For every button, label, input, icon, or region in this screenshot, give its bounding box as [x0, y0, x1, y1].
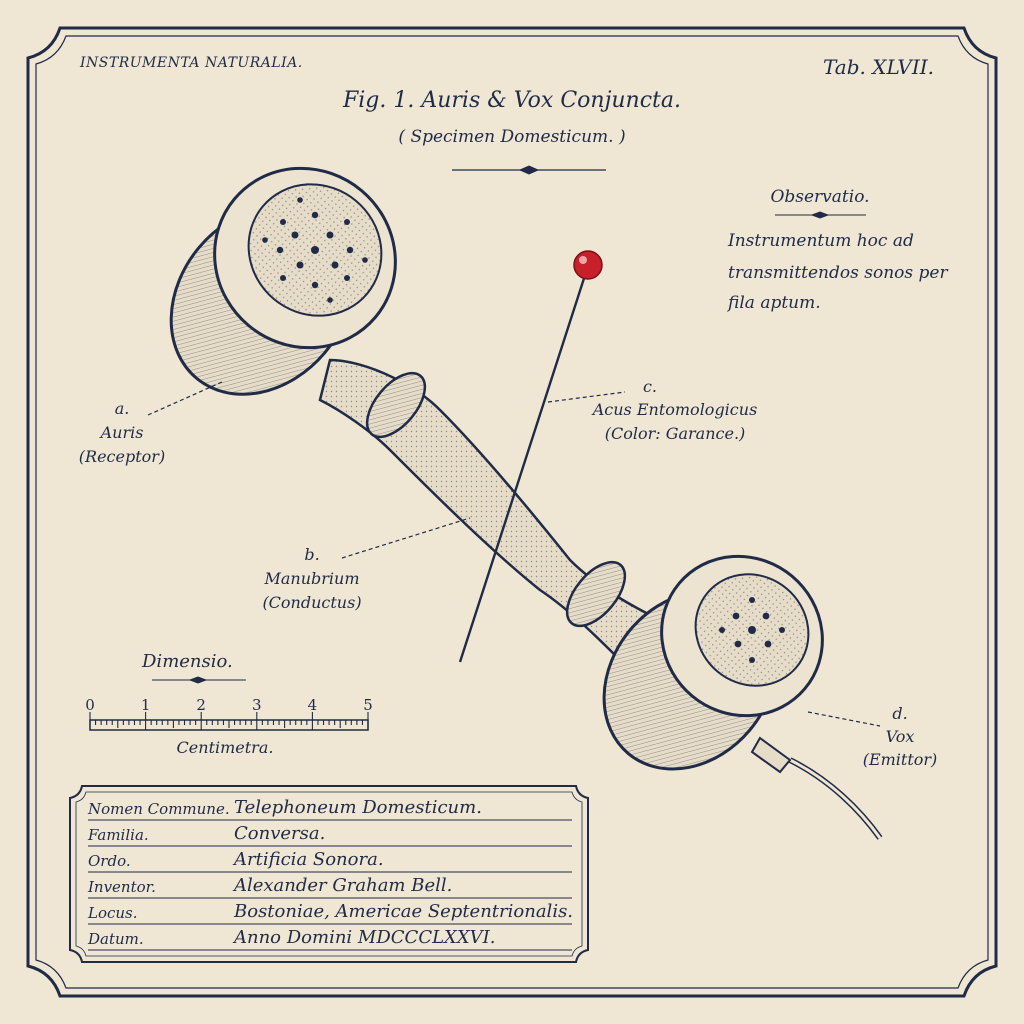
specimen-field-value: Alexander Graham Bell. — [234, 875, 453, 896]
specimen-field-label: Ordo. — [88, 852, 131, 870]
label-a-name: Auris — [100, 423, 144, 442]
label-b-desc: (Conductus) — [262, 593, 362, 612]
specimen-label-frame — [69, 785, 589, 963]
plate-frame — [26, 26, 998, 998]
specimen-field-label: Inventor. — [88, 878, 156, 896]
specimen-field-label: Datum. — [88, 930, 144, 948]
scale-tick-label: 1 — [140, 696, 151, 714]
label-c-name: Acus Entomologicus — [592, 400, 758, 419]
telephone-cord — [788, 757, 883, 840]
entomological-pin-icon — [458, 250, 603, 663]
receiver-grille — [262, 197, 368, 303]
scale-tick-label: 0 — [85, 696, 95, 714]
label-d-desc: (Emittor) — [862, 750, 938, 769]
scale-unit: Centimetra. — [176, 738, 274, 757]
label-c-letter: c. — [642, 377, 658, 396]
specimen-field-value: Artificia Sonora. — [234, 849, 384, 870]
title-ornament — [452, 165, 606, 175]
specimen-field-label: Familia. — [88, 826, 149, 844]
scale-tick-label: 2 — [196, 696, 206, 714]
label-a-desc: (Receptor) — [78, 447, 166, 466]
observatio-ornament — [775, 211, 866, 219]
specimen-field-value: Conversa. — [234, 823, 326, 844]
label-d-letter: d. — [892, 704, 908, 723]
dimensio-ornament — [152, 676, 246, 684]
specimen-field-label: Locus. — [88, 904, 138, 922]
observation-line: fila aptum. — [728, 293, 821, 313]
label-b-letter: b. — [304, 545, 320, 564]
observation-title: Observatio. — [770, 187, 870, 207]
specimen-field-value: Bostoniae, Americae Septentrionalis. — [234, 901, 574, 922]
scale-tick-label: 5 — [363, 696, 373, 714]
specimen-field-label: Nomen Commune. — [88, 800, 230, 818]
plate-number: Tab. XLVII. — [823, 55, 934, 79]
label-a-letter: a. — [114, 399, 130, 418]
observation-line: transmittendos sonos per — [728, 263, 948, 283]
specimen-field-value: Telephoneum Domesticum. — [234, 797, 482, 818]
scale-title: Dimensio. — [142, 651, 233, 672]
mouthpiece-grille — [719, 597, 785, 663]
figure-subtitle: ( Specimen Domesticum. ) — [398, 127, 626, 147]
leader-lines — [147, 381, 881, 727]
scale-bar — [89, 712, 369, 731]
figure-title: Fig. 1. Auris & Vox Conjuncta. — [342, 88, 681, 113]
label-d-name: Vox — [885, 727, 915, 746]
scale-tick-label: 4 — [307, 696, 318, 714]
observation-line: Instrumentum hoc ad — [728, 231, 914, 251]
specimen-field-value: Anno Domini MDCCCLXXVI. — [234, 927, 496, 948]
label-b-name: Manubrium — [264, 569, 360, 588]
label-c-desc: (Color: Garance.) — [604, 424, 746, 443]
scale-tick-label: 3 — [252, 696, 262, 714]
collection-title: INSTRUMENTA NATURALIA. — [80, 55, 303, 71]
telephone-handset-icon — [169, 166, 824, 774]
